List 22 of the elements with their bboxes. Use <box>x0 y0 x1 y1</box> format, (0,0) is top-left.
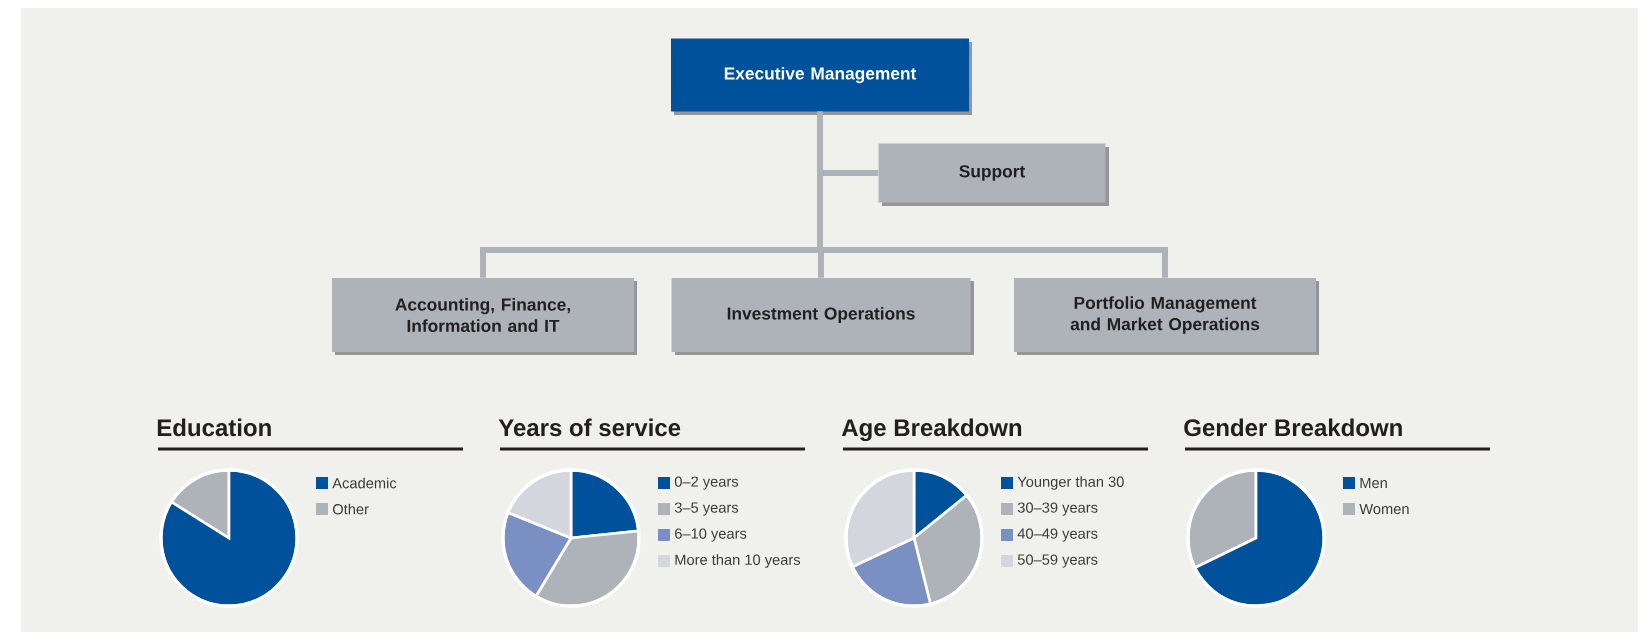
legend-label: Men <box>1360 477 1387 489</box>
legend-label: Younger than 30 <box>1017 476 1124 490</box>
legend-label: 0–2 years <box>674 476 739 490</box>
chart-title: Gender Breakdown <box>1184 418 1402 437</box>
org-box: Support <box>878 143 1109 206</box>
org-box: Investment Operations <box>671 278 974 355</box>
chart-title: Education <box>157 418 271 437</box>
chart-title: Years of service <box>498 418 681 437</box>
org-box: Portfolio Management and Market Operations <box>1014 278 1319 355</box>
legend-label: 3–5 years <box>674 502 739 516</box>
legend-label: 6–10 years <box>675 528 747 542</box>
legend-label: Other <box>332 503 369 515</box>
legend-label: Women <box>1359 503 1409 515</box>
org-box: Executive Management <box>671 38 972 115</box>
org-box: Accounting, Finance, Information and IT <box>332 278 637 355</box>
connector-line <box>817 111 1168 278</box>
legend-label: More than 10 years <box>675 554 801 568</box>
legend-label: 30–39 years <box>1017 502 1098 516</box>
legend-label: 40–49 years <box>1017 528 1098 542</box>
chart-title: Age Breakdown <box>841 418 1022 442</box>
legend-label: Academic <box>332 477 397 489</box>
legend-label: 50–59 years <box>1017 554 1098 568</box>
